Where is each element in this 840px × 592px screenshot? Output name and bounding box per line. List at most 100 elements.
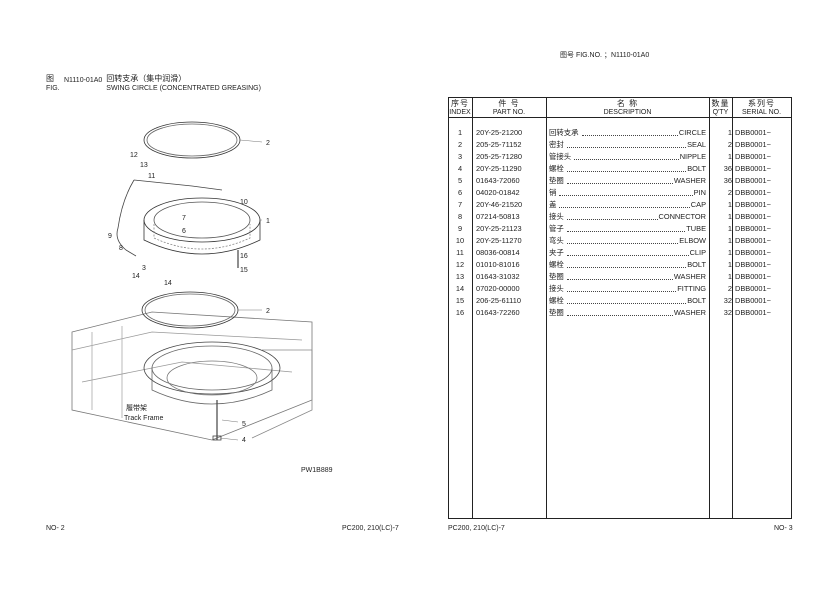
cell-part-no: 20Y-25-21200 [476, 128, 523, 137]
cell-part-no: 20Y-25-11290 [476, 164, 522, 173]
fig-label: 图 FIG. [46, 74, 60, 93]
cell-index: 4 [457, 164, 463, 173]
desc-en: PIN [693, 188, 706, 197]
leader-dots [566, 223, 686, 232]
fig-label-cn: 图 [46, 74, 54, 83]
exploded-parts-drawing: 2 1 2 3 4 5 6 7 8 9 10 11 12 13 14 14 15… [71, 121, 313, 444]
header-serial-no: 系列号 SERIAL NO. [741, 99, 782, 116]
cell-qty: 1 [727, 200, 732, 209]
header-part-no: 件 号 PART NO. [492, 99, 526, 116]
cell-part-no: 205-25-71152 [476, 140, 522, 149]
track-frame-label-en: Track Frame [124, 415, 164, 422]
figure-title-en: SWING CIRCLE (CONCENTRATED GREASING) [106, 85, 261, 92]
callout-label: 6 [182, 228, 186, 235]
cell-part-no: 07020-00000 [476, 284, 520, 293]
parts-table: 序号 INDEX 件 号 PART NO. 名 称 DESCRIPTION 数量… [448, 97, 792, 519]
cell-qty: 1 [727, 272, 732, 281]
desc-en: CONNECTOR [658, 212, 707, 221]
cell-qty: 2 [727, 140, 732, 149]
callout-label: 13 [140, 162, 148, 169]
fig-code: N1110-01A0 [64, 77, 103, 84]
cell-qty: 1 [727, 260, 732, 269]
cell-qty: 36 [723, 164, 732, 173]
leader-dots [566, 211, 658, 220]
callout-label: 1 [266, 218, 270, 225]
leader-dots [566, 259, 687, 268]
desc-en: BOLT [687, 296, 706, 305]
cell-serial-no: DBB0001~ [735, 152, 771, 161]
callout-label: 8 [119, 245, 123, 252]
cell-description: 销 PIN [549, 187, 706, 199]
desc-en: BOLT [687, 164, 706, 173]
callout-label: 5 [242, 421, 246, 428]
cell-part-no: 01643-31032 [476, 272, 520, 281]
cell-part-no: 07214-50813 [476, 212, 520, 221]
callout-label: 15 [240, 267, 248, 274]
cell-serial-no: DBB0001~ [735, 128, 771, 137]
cell-description: 接头 CONNECTOR [549, 211, 706, 223]
cell-serial-no: DBB0001~ [735, 176, 771, 185]
left-model-footer: PC200, 210(LC)-7 [342, 525, 399, 532]
cell-part-no: 206-25-61110 [476, 296, 521, 305]
callout-label: 4 [242, 437, 246, 444]
cell-qty: 32 [723, 296, 732, 305]
cell-serial-no: DBB0001~ [735, 260, 771, 269]
cell-index: 16 [455, 308, 465, 317]
track-frame-illustration [71, 311, 313, 441]
cell-qty: 32 [723, 308, 732, 317]
cell-serial-no: DBB0001~ [735, 296, 771, 305]
desc-cn: 垫圈 [549, 308, 564, 317]
header-qty: 数量 Q'TY [711, 99, 730, 116]
leader-dots [566, 295, 687, 304]
desc-en: BOLT [687, 260, 706, 269]
leader-dots [566, 307, 673, 316]
desc-cn: 密封 [549, 140, 564, 149]
cell-part-no: 01643-72060 [476, 176, 520, 185]
desc-cn: 垫圈 [549, 272, 564, 281]
cell-index: 13 [455, 272, 465, 281]
cell-index: 5 [457, 176, 463, 185]
cell-qty: 1 [727, 128, 732, 137]
cell-index: 9 [457, 224, 463, 233]
callout-label: 7 [182, 215, 186, 222]
leader-dots [559, 199, 690, 208]
cell-qty: 1 [727, 212, 732, 221]
header-index: 序号 INDEX [449, 99, 471, 116]
figure-header: 图 FIG. N1110-01A0 回转支承（集中润滑） SWING CIRCL… [46, 74, 406, 93]
fig-no-line: 图号 FIG.NO. ；N1110-01A0 [560, 52, 650, 59]
cell-index: 1 [457, 128, 463, 137]
cell-serial-no: DBB0001~ [735, 248, 771, 257]
callout-label: 2 [266, 308, 270, 315]
cell-serial-no: DBB0001~ [735, 188, 771, 197]
desc-cn: 接头 [549, 212, 564, 221]
desc-cn: 销 [549, 188, 557, 197]
right-model-footer: PC200, 210(LC)-7 [448, 525, 505, 532]
desc-cn: 回转支承 [549, 128, 579, 137]
desc-cn: 垫圈 [549, 176, 564, 185]
cell-part-no: 01643-72260 [476, 308, 520, 317]
swing-circle-illustration [143, 197, 261, 255]
leader-dots [566, 235, 679, 244]
callout-label: 2 [266, 140, 270, 147]
fig-label-en: FIG. [46, 85, 60, 92]
callout-label: 3 [142, 265, 146, 272]
cell-serial-no: DBB0001~ [735, 272, 771, 281]
leader-dots [566, 271, 673, 280]
